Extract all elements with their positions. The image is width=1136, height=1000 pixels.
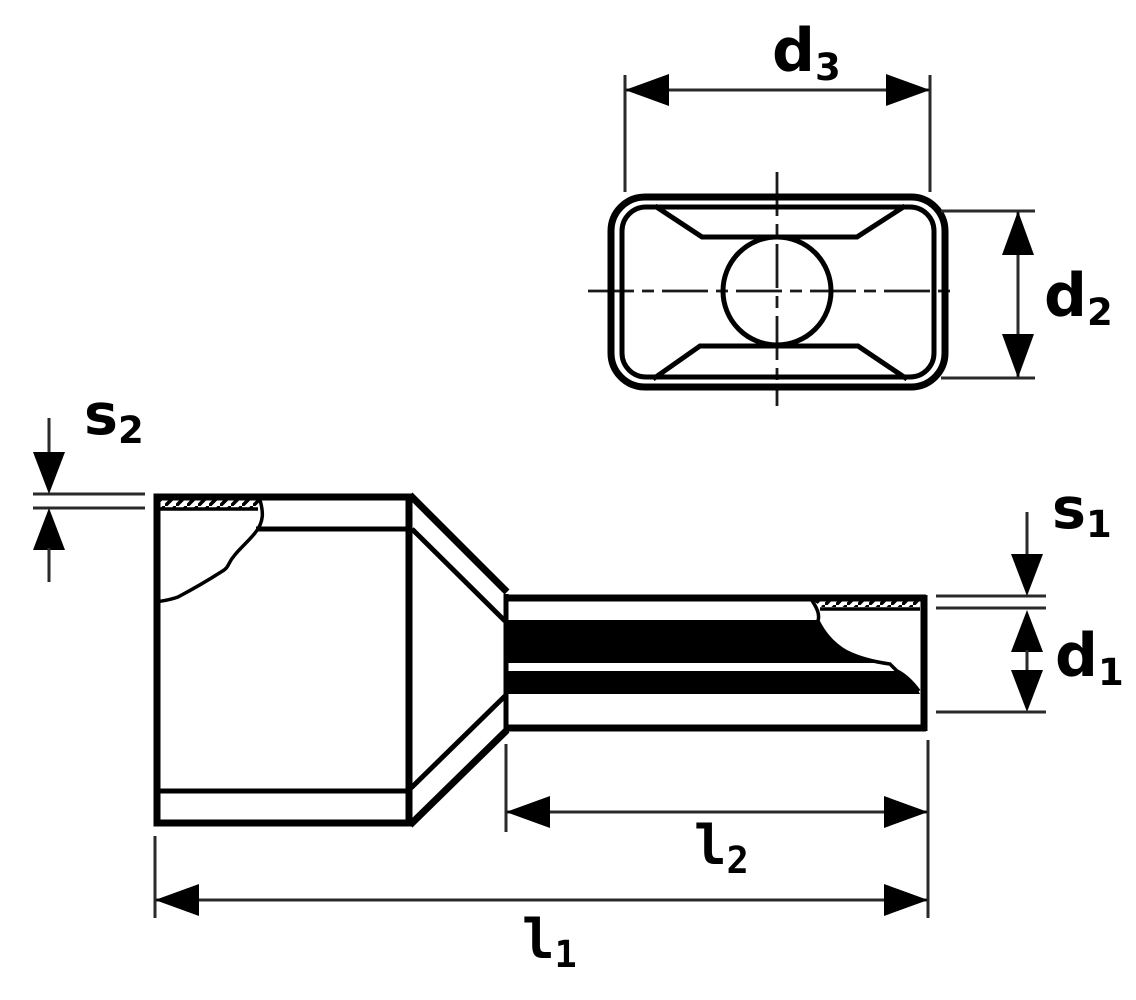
d3-arrow-left bbox=[625, 74, 669, 106]
s2-label: s2 bbox=[84, 382, 144, 452]
s2-arrow-down bbox=[33, 452, 65, 494]
dimension-d1: d1 bbox=[936, 610, 1124, 714]
s2-arrow-up bbox=[33, 508, 65, 550]
cone-inner-top-edge bbox=[410, 527, 507, 623]
wire-bore-circle bbox=[720, 234, 834, 348]
dimension-s1: s1 bbox=[936, 476, 1112, 610]
collar-outer-outline bbox=[607, 193, 949, 391]
l2-arrow-left bbox=[506, 796, 550, 828]
d3-label: d3 bbox=[772, 16, 841, 89]
funnel-bottom-edge bbox=[651, 343, 909, 382]
collar-inner-outline bbox=[619, 204, 937, 380]
top-view bbox=[588, 172, 958, 406]
dimension-l1: l1 bbox=[153, 836, 928, 976]
conductor-lower-band bbox=[505, 671, 920, 694]
dimension-d2: d2 bbox=[941, 209, 1113, 380]
cone-outer-top-edge bbox=[407, 492, 510, 595]
funnel-top-edge bbox=[653, 203, 907, 240]
collar-wall-hatch bbox=[158, 499, 260, 509]
collar-body-outline bbox=[153, 493, 413, 827]
l2-label: l2 bbox=[694, 814, 749, 882]
dimension-l2: l2 bbox=[504, 740, 930, 918]
collar-break-line bbox=[155, 496, 265, 604]
dimension-s2: s2 bbox=[33, 382, 145, 582]
l1-arrow-right bbox=[884, 884, 928, 916]
dimension-d3: d3 bbox=[623, 16, 932, 192]
side-view bbox=[153, 492, 928, 828]
conductor-break-line bbox=[809, 598, 921, 693]
d2-arrow-down bbox=[1002, 334, 1034, 378]
l1-label: l1 bbox=[522, 908, 577, 976]
cone-outer-bottom-edge bbox=[407, 727, 510, 828]
d2-arrow-up bbox=[1002, 211, 1034, 255]
tube-wall-hatch bbox=[812, 600, 920, 607]
conductor-upper-band bbox=[505, 620, 889, 663]
d2-label: d2 bbox=[1044, 261, 1113, 334]
d1-arrow-up bbox=[1011, 610, 1043, 652]
d3-arrow-right bbox=[886, 74, 930, 106]
cone-inner-bottom-edge bbox=[407, 694, 507, 792]
l2-arrow-right bbox=[884, 796, 928, 828]
l1-arrow-left bbox=[155, 884, 199, 916]
s1-arrow-down bbox=[1011, 554, 1043, 596]
d1-label: d1 bbox=[1055, 621, 1124, 694]
s1-label: s1 bbox=[1052, 476, 1112, 546]
d1-arrow-down bbox=[1011, 670, 1043, 712]
